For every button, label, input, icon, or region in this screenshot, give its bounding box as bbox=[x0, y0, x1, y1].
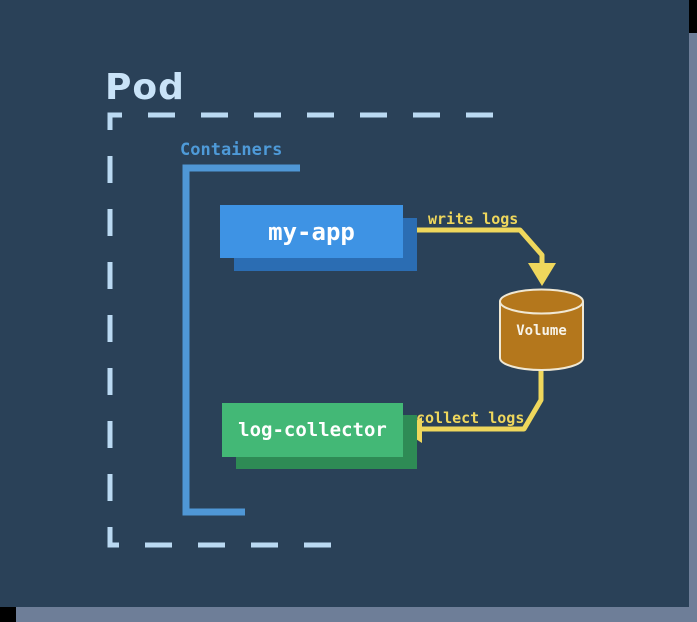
background-corner-top-right bbox=[689, 0, 697, 33]
write-logs-arrowhead-icon bbox=[528, 263, 556, 286]
write-logs-arrow-label: write logs bbox=[428, 210, 519, 228]
volume-cylinder-icon bbox=[499, 288, 584, 371]
volume-label: Volume bbox=[516, 323, 567, 339]
container-box-log-collector: log-collector bbox=[222, 403, 403, 457]
write-logs-arrow-line bbox=[403, 227, 545, 265]
container-name-my-app: my-app bbox=[268, 217, 355, 246]
volume-cylinder-sides bbox=[499, 301, 584, 358]
collect-logs-arrow-line bbox=[421, 356, 544, 432]
background-corner-bottom-left bbox=[0, 607, 16, 622]
pod-dashed-border bbox=[107, 112, 516, 548]
container-box-my-app: my-app bbox=[220, 205, 403, 258]
pod-title: Pod bbox=[105, 67, 185, 108]
collect-logs-arrow-label: collect logs bbox=[416, 409, 525, 427]
containers-bracket bbox=[182, 164, 300, 516]
collect-logs-arrowhead-icon bbox=[402, 417, 422, 443]
container-name-log-collector: log-collector bbox=[238, 419, 387, 441]
volume-cylinder-top bbox=[499, 288, 584, 315]
containers-group-label: Containers bbox=[180, 140, 283, 160]
